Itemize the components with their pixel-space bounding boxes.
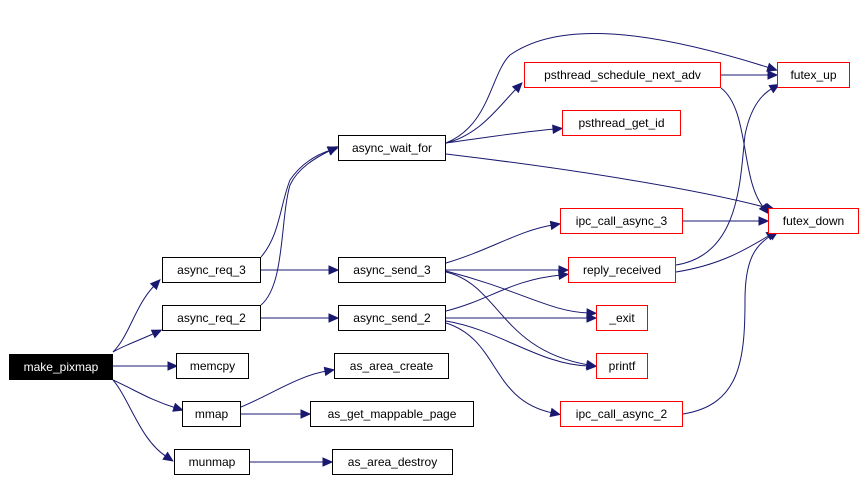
- edge-async-send-2-to--exit: [446, 313, 598, 323]
- edge-make-pixmap-to-async-req-2: [112, 329, 163, 353]
- node-exit[interactable]: _exit: [596, 305, 648, 331]
- arrowhead-icon: [767, 70, 779, 80]
- edge-async-send-3-to-ipc-call-async-3: [445, 220, 562, 264]
- arrowhead-icon: [549, 407, 562, 418]
- edge-async-req-2-to-async-wait-for: [260, 146, 339, 306]
- arrowhead-icon: [511, 82, 523, 94]
- node-psthread-schedule-next-adv[interactable]: psthread_schedule_next_adv: [524, 62, 721, 88]
- edge-async-send-2-to-ipc-call-async-2: [445, 322, 562, 418]
- arrowhead-icon: [549, 220, 562, 231]
- node-async-send-2[interactable]: async_send_2: [338, 305, 446, 331]
- edge-reply-received-to-futex-down: [675, 230, 778, 273]
- arrowhead-icon: [768, 83, 781, 94]
- edge-async-send-3-to-printf: [445, 271, 598, 370]
- arrowhead-icon: [766, 62, 778, 72]
- edge-async-send-2-to-printf: [445, 320, 598, 371]
- node-psthread-get-id[interactable]: psthread_get_id: [562, 110, 681, 136]
- edge-async-req-3-to-async-send-3: [261, 265, 340, 275]
- node-futex-up[interactable]: futex_up: [777, 62, 850, 88]
- node-async-req-3[interactable]: async_req_3: [162, 257, 261, 283]
- edge-munmap-to-as-area-destroy: [250, 457, 334, 467]
- edge-async-send-3-to-reply-received: [446, 265, 570, 275]
- node-munmap[interactable]: munmap: [174, 449, 250, 475]
- node-reply-received[interactable]: reply_received: [568, 257, 676, 283]
- arrowhead-icon: [552, 124, 564, 134]
- edge-ipc-call-async-3-to-futex-down: [683, 216, 770, 226]
- edge-async-req-2-to-async-send-2: [261, 313, 340, 323]
- node-as-area-create[interactable]: as_area_create: [334, 353, 449, 379]
- arrowhead-icon: [326, 146, 339, 156]
- edge-make-pixmap-to-mmap: [112, 379, 184, 412]
- edge-async-send-2-to-reply-received: [445, 270, 570, 312]
- edge-make-pixmap-to-memcpy: [113, 361, 179, 371]
- edge-mmap-to-as-area-create: [240, 366, 336, 408]
- arrowhead-icon: [586, 313, 598, 323]
- arrowhead-icon: [328, 313, 340, 323]
- node-async-send-3[interactable]: async_send_3: [338, 257, 446, 283]
- arrowhead-icon: [300, 409, 312, 419]
- edge-make-pixmap-to-munmap: [112, 379, 174, 462]
- edge-async-wait-for-to-futex-up: [445, 32, 778, 144]
- arrowhead-icon: [328, 265, 340, 275]
- node-ipc-call-async-2[interactable]: ipc_call_async_2: [560, 401, 683, 427]
- arrowhead-icon: [322, 457, 334, 467]
- edge-reply-received-to-futex-up: [675, 83, 781, 266]
- edge-mmap-to-as-get-mappable-page: [241, 409, 312, 419]
- node-futex-down[interactable]: futex_down: [768, 208, 859, 234]
- node-async-wait-for[interactable]: async_wait_for: [338, 135, 446, 161]
- arrowhead-icon: [172, 402, 184, 412]
- edge-make-pixmap-to-async-req-3: [112, 279, 161, 353]
- arrowhead-icon: [167, 361, 179, 371]
- arrowhead-icon: [586, 361, 598, 371]
- node-mmap[interactable]: mmap: [182, 401, 241, 427]
- edge-psthread-schedule-next-adv-to-futex-down: [720, 87, 770, 215]
- arrowhead-icon: [323, 366, 336, 377]
- node-memcpy[interactable]: memcpy: [176, 353, 249, 379]
- node-make-pixmap[interactable]: make_pixmap: [9, 354, 113, 380]
- edge-async-wait-for-to-psthread-get-id: [445, 124, 564, 144]
- arrowhead-icon: [162, 451, 174, 462]
- node-as-area-destroy[interactable]: as_area_destroy: [332, 449, 453, 475]
- arrowhead-icon: [758, 216, 770, 226]
- edge-async-req-3-to-async-wait-for: [260, 146, 339, 258]
- arrowhead-icon: [150, 329, 163, 339]
- node-ipc-call-async-3[interactable]: ipc_call_async_3: [560, 208, 683, 234]
- node-as-get-mappable-page[interactable]: as_get_mappable_page: [310, 401, 474, 427]
- node-async-req-2[interactable]: async_req_2: [162, 305, 261, 331]
- arrowhead-icon: [149, 279, 161, 291]
- arrowhead-icon: [558, 270, 570, 281]
- edge-psthread-schedule-next-adv-to-futex-up: [721, 70, 779, 80]
- arrowhead-icon: [758, 203, 770, 215]
- edge-async-wait-for-to-futex-down: [445, 153, 776, 212]
- node-printf[interactable]: printf: [596, 353, 648, 379]
- edge-async-wait-for-to-psthread-schedule-next-adv: [445, 82, 523, 144]
